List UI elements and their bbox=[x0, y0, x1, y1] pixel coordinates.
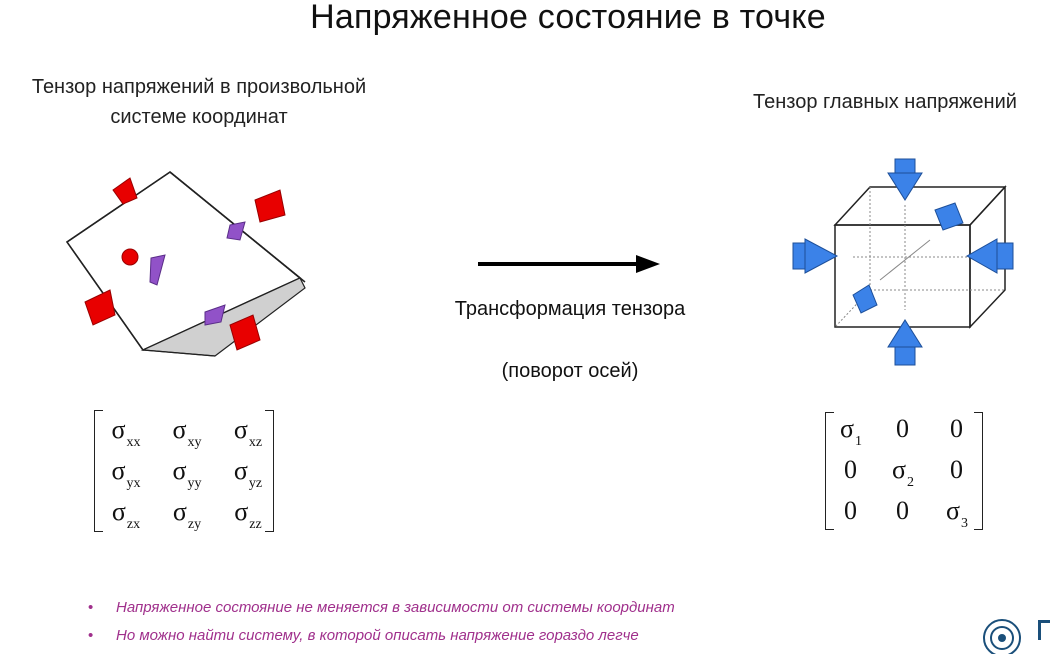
matrix-cell: σxy bbox=[172, 415, 202, 450]
rotated-cube-stress-icon bbox=[65, 171, 306, 357]
transform-note: (поворот осей) bbox=[501, 360, 639, 382]
matrix-cell: σzz bbox=[234, 497, 262, 532]
right-heading: Тензор главных напряжений bbox=[753, 91, 1017, 113]
logo-icon bbox=[983, 619, 1050, 654]
matrix-cell: σ1 bbox=[839, 414, 862, 449]
matrix-cell: 0 bbox=[844, 496, 857, 525]
transformation-arrow-icon bbox=[478, 255, 660, 273]
page-title: Напряженное состояние в точке bbox=[310, 0, 826, 36]
matrix-left-bracket bbox=[94, 410, 103, 532]
matrix-cell: 0 bbox=[950, 414, 963, 443]
matrix-right-bracket bbox=[974, 412, 983, 530]
matrix-cell: σyz bbox=[233, 456, 263, 491]
matrix-cell: σzx bbox=[111, 497, 141, 532]
matrix-cell: σxx bbox=[111, 415, 141, 450]
matrix-cell: 0 bbox=[950, 455, 963, 484]
matrix-cell: 0 bbox=[896, 496, 909, 525]
bullet-item: Напряженное состояние не меняется в зави… bbox=[88, 594, 888, 622]
matrix-cell: σ2 bbox=[891, 455, 914, 490]
principal-stress-cube-icon bbox=[792, 158, 1014, 366]
stress-tensor-matrix: σxx σxy σxz σyx σyy σyz σzx σzy σzz bbox=[94, 410, 274, 532]
bullet-list: Напряженное состояние не меняется в зави… bbox=[88, 594, 888, 650]
principal-stress-matrix: σ1 0 0 0 σ2 0 0 0 σ3 bbox=[825, 412, 983, 531]
matrix-cell: σ3 bbox=[945, 496, 968, 531]
matrix-cell: σyx bbox=[111, 456, 141, 491]
matrix-cell: σzy bbox=[172, 497, 202, 532]
transform-label: Трансформация тензора bbox=[454, 298, 686, 320]
bullet-item: Но можно найти систему, в которой описат… bbox=[88, 622, 888, 650]
matrix-left-bracket bbox=[825, 412, 834, 530]
matrix-cell: 0 bbox=[844, 455, 857, 484]
left-heading: Тензор напряжений в произвольной системе… bbox=[31, 76, 367, 128]
matrix-cell: 0 bbox=[896, 414, 909, 443]
matrix-cell: σxz bbox=[233, 415, 263, 450]
matrix-right-bracket bbox=[265, 410, 274, 532]
matrix-cell: σyy bbox=[172, 456, 202, 491]
